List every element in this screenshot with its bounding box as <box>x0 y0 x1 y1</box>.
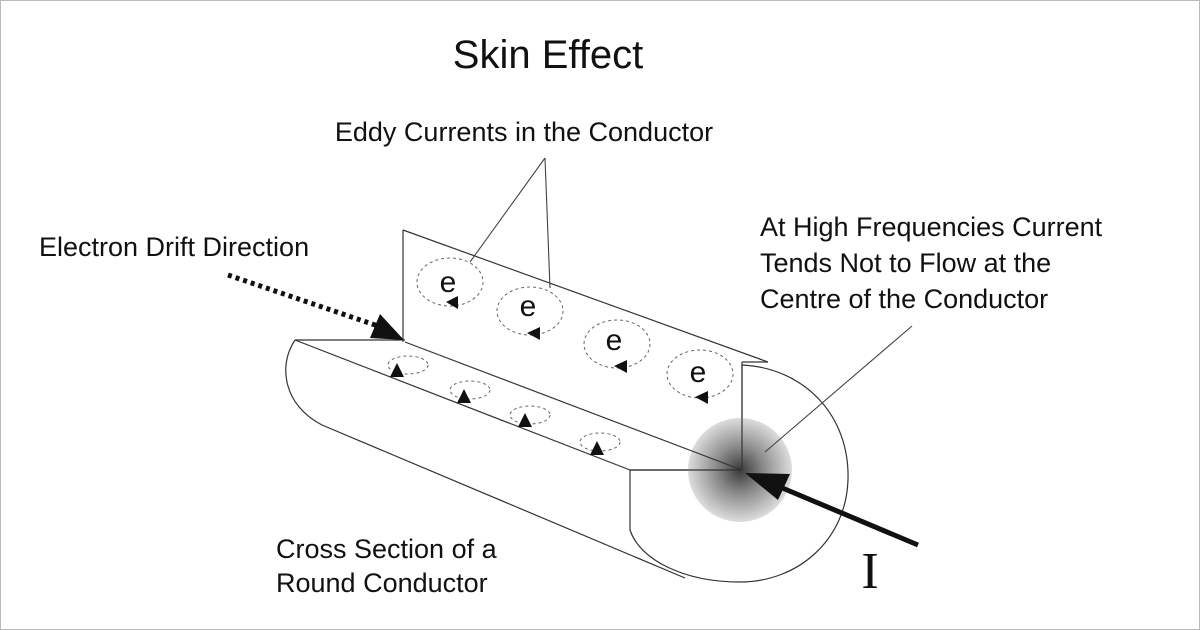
wall-eddy-currents: e e e e <box>416 257 734 404</box>
electron-drift-arrowhead <box>370 314 404 340</box>
diagram-title: Skin Effect <box>453 33 643 77</box>
cut-back-edge <box>404 341 743 471</box>
eddy-loop <box>509 405 551 425</box>
eddy-direction-arrow <box>457 389 471 403</box>
eddy-direction-arrow <box>527 327 540 340</box>
eddy-currents-label: Eddy Currents in the Conductor <box>335 117 713 147</box>
eddy-loop <box>579 432 621 452</box>
high-frequency-line-3: Centre of the Conductor <box>760 284 1048 314</box>
eddy-direction-arrow <box>390 363 404 377</box>
eddy-leader-line <box>544 157 551 289</box>
eddy-direction-arrow <box>695 391 708 404</box>
eddy-direction-arrow <box>614 360 627 373</box>
current-symbol: I <box>861 543 878 600</box>
conductor-cut-front-edge <box>294 339 631 471</box>
surface-eddy-currents <box>387 355 621 455</box>
electron-symbol: e <box>440 266 457 299</box>
eddy-direction-arrow <box>446 296 458 309</box>
eddy-loop <box>496 286 564 336</box>
wall-top-edge <box>402 229 769 363</box>
eddy-loop <box>387 355 429 375</box>
current-arrow-line <box>779 484 919 548</box>
conductor-bottom-edge <box>285 339 686 579</box>
high-frequency-line-2: Tends Not to Flow at the <box>760 248 1051 278</box>
high-frequency-leader-line <box>764 325 913 453</box>
eddy-direction-arrow <box>590 441 604 455</box>
conductor <box>285 229 849 583</box>
electron-drift-label: Electron Drift Direction <box>39 232 309 262</box>
electron-drift-dotted-line <box>227 272 379 329</box>
electron-symbol: e <box>690 356 707 389</box>
conductor-end-face <box>629 364 849 583</box>
cross-section-line-1: Cross Section of a <box>276 534 498 564</box>
high-frequency-label: At High Frequencies Current Tends Not to… <box>760 212 1110 314</box>
eddy-leader-line <box>469 157 546 263</box>
current-arrowhead <box>745 473 790 500</box>
cross-section-label: Cross Section of a Round Conductor <box>276 534 504 598</box>
electron-symbol: e <box>520 290 537 323</box>
electron-symbol: e <box>606 324 623 357</box>
eddy-direction-arrow <box>518 413 532 427</box>
eddy-loop <box>583 319 651 369</box>
eddy-loop <box>416 257 484 307</box>
eddy-loop <box>449 380 491 400</box>
high-frequency-line-1: At High Frequencies Current <box>760 212 1103 242</box>
cross-section-line-2: Round Conductor <box>276 568 488 598</box>
